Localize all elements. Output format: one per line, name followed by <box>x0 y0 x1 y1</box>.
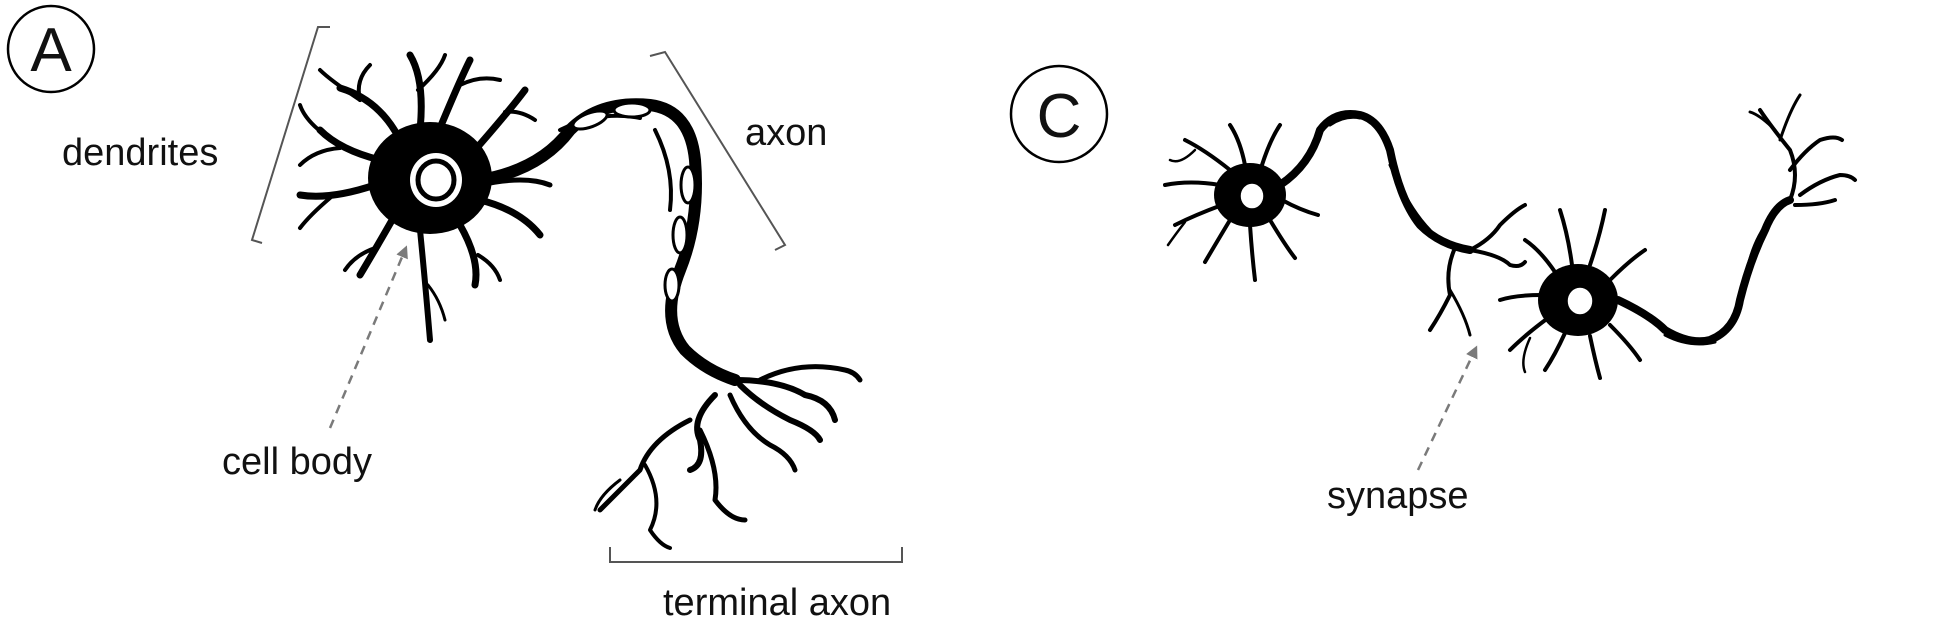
panel-c-letter: C <box>1037 82 1082 151</box>
axon-a <box>474 98 741 386</box>
axon-c2 <box>1614 196 1794 346</box>
terminal-axon-a <box>593 364 863 550</box>
panel-a-badge <box>6 4 96 94</box>
label-terminal-axon: terminal axon <box>663 582 891 624</box>
label-dendrites: dendrites <box>62 132 218 174</box>
cell-body-arrow <box>328 245 408 429</box>
panel-a: A <box>6 4 903 624</box>
terminal-c1 <box>1428 203 1527 337</box>
synapse-arrow <box>1416 345 1478 471</box>
panel-c: C <box>1009 64 1857 517</box>
dendrites-c1 <box>1163 123 1320 282</box>
dendrites-a <box>296 51 553 343</box>
bracket-dendrites <box>250 26 330 244</box>
dendrites-c2 <box>1498 208 1647 380</box>
bracket-axon <box>649 50 787 251</box>
cell-body-soma <box>368 122 492 234</box>
label-axon: axon <box>745 112 827 154</box>
label-cell-body: cell body <box>222 441 372 483</box>
neuron-c1 <box>1163 110 1527 337</box>
neuron-c2 <box>1498 93 1857 380</box>
bracket-terminal-axon <box>609 547 903 563</box>
neuron-a <box>296 51 863 550</box>
panel-c-badge <box>1009 64 1109 164</box>
panel-a-letter: A <box>30 16 72 85</box>
label-synapse: synapse <box>1327 475 1469 517</box>
axon-c1 <box>1276 110 1474 254</box>
terminal-c2 <box>1748 93 1857 207</box>
